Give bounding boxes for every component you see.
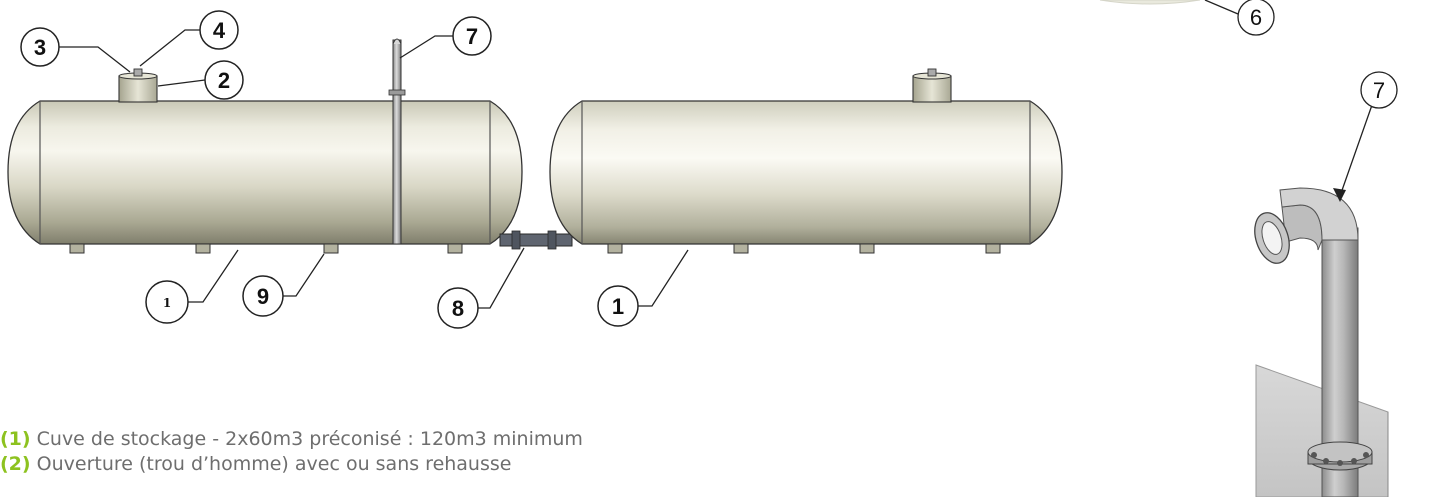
svg-text:1: 1 [163, 296, 171, 310]
callout-1-left: 1 [145, 280, 189, 324]
legend-text: Ouverture (trou d’homme) avec ou sans re… [30, 453, 512, 475]
svg-text:2: 2 [218, 68, 230, 93]
leader-arrow [1333, 188, 1346, 202]
svg-text:4: 4 [213, 18, 226, 43]
connecting-pipe [499, 230, 573, 250]
svg-text:8: 8 [452, 296, 464, 321]
callout-6: 6 [1250, 5, 1262, 30]
svg-text:6: 6 [1250, 5, 1262, 30]
legend-item-2: (2) Ouverture (trou d’homme) avec ou san… [0, 452, 800, 477]
callout-9: 9 [242, 275, 284, 317]
callout-4: 4 [199, 10, 239, 50]
leader-lines [58, 29, 1373, 309]
svg-text:9: 9 [257, 284, 269, 309]
svg-text:7: 7 [1373, 78, 1385, 103]
legend-number: (1) [0, 428, 31, 450]
svg-text:3: 3 [34, 35, 46, 60]
legend-item-1: (1) Cuve de stockage - 2x60m3 préconisé … [0, 427, 800, 452]
vent-pipe-detail [1254, 187, 1389, 497]
component-6-partial [1099, 0, 1275, 36]
callout-7-detail: 7 [1360, 71, 1398, 109]
legend-number: (2) [0, 453, 31, 475]
left-tank [7, 38, 523, 254]
callout-7-pipe: 7 [452, 16, 492, 56]
right-tank [549, 68, 1063, 254]
svg-text:7: 7 [466, 24, 478, 49]
callout-3: 3 [20, 27, 60, 67]
legend: (1) Cuve de stockage - 2x60m3 préconisé … [0, 427, 800, 477]
vent-pipe [388, 38, 406, 245]
callout-2: 2 [204, 60, 244, 100]
callout-1-right: 1 [597, 285, 639, 327]
right-manhole [912, 68, 952, 103]
left-manhole [118, 68, 158, 103]
callout-8: 8 [437, 287, 479, 329]
svg-text:1: 1 [612, 294, 624, 319]
legend-text: Cuve de stockage - 2x60m3 préconisé : 12… [30, 428, 583, 450]
